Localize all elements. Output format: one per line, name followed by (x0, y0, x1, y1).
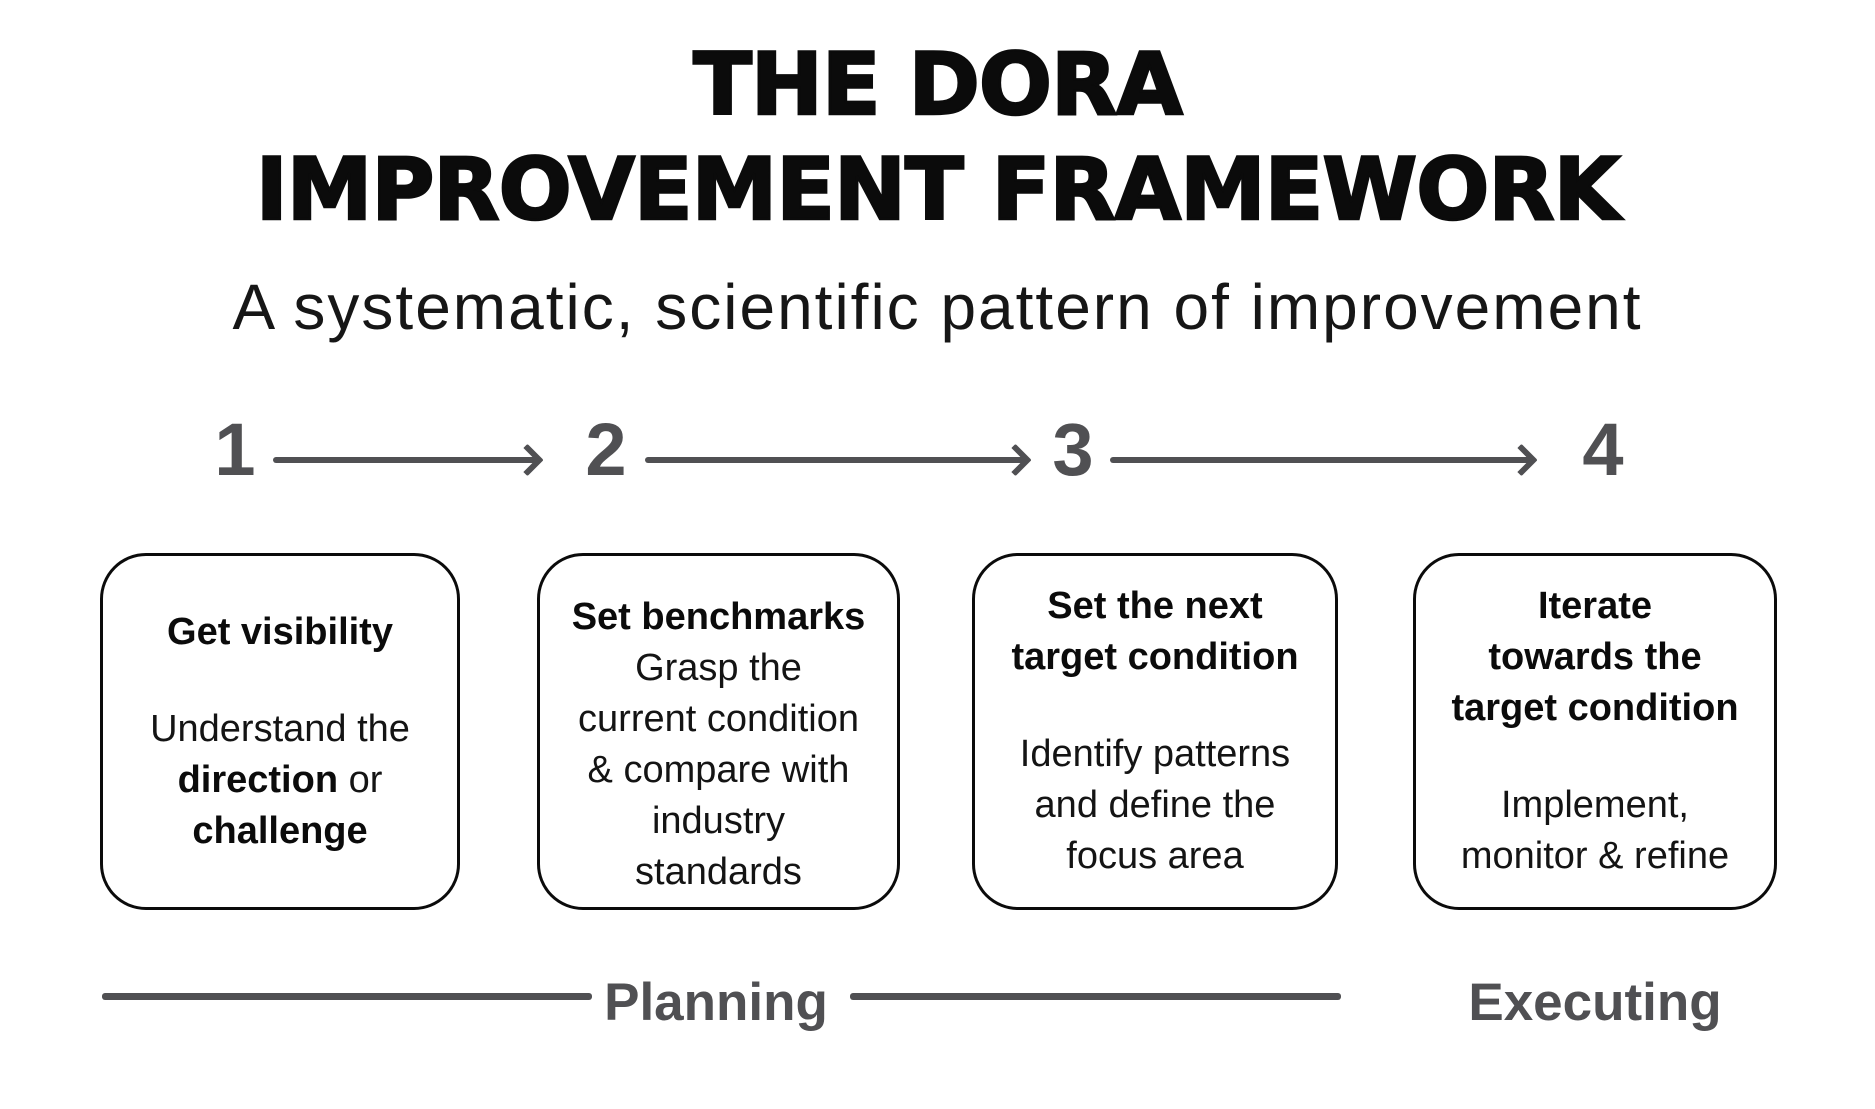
step-number-1: 1 (214, 408, 256, 491)
box-body: Implement, monitor & refine (1460, 784, 1730, 877)
box-title: Get visibility (167, 610, 393, 653)
planning-line-left (102, 993, 592, 1000)
box-body: Grasp the current condition & compare wi… (578, 646, 859, 893)
step-box-set-next-target-condition: Set the next target condition Identify p… (972, 553, 1338, 910)
box-body-bold-direction: direction (177, 758, 339, 801)
phase-planning-label: Planning (604, 973, 828, 1032)
step-number-3: 3 (1052, 408, 1094, 491)
box-title: Set benchmarks (571, 595, 866, 638)
planning-line-right (850, 993, 1341, 1000)
box-body-text: Understand the (150, 707, 410, 750)
step-box-get-visibility: Get visibility Understand the direction … (100, 553, 460, 910)
box-body-bold-challenge: challenge (192, 809, 368, 852)
page-title-line1: THE DORA (692, 34, 1184, 137)
step-number-4: 4 (1582, 408, 1624, 491)
box-title: Iterate towards the target condition (1451, 585, 1739, 729)
arrow-right-icon (273, 457, 540, 463)
step-box-iterate-towards-target: Iterate towards the target condition Imp… (1413, 553, 1777, 910)
box-body: Identify patterns and define the focus a… (1019, 733, 1291, 877)
step-number-2: 2 (585, 408, 627, 491)
page-title: THE DORA IMPROVEMENT FRAMEWORK (0, 33, 1875, 243)
box-title: Set the next target condition (1011, 585, 1299, 678)
box-body-text: or (338, 758, 383, 801)
arrow-right-icon (645, 457, 1028, 463)
phase-executing-label: Executing (1468, 973, 1722, 1032)
arrow-right-icon (1110, 457, 1534, 463)
page-subtitle: A systematic, scientific pattern of impr… (232, 271, 1643, 343)
box-body: Understand the direction or challenge (150, 704, 410, 857)
step-box-set-benchmarks: Set benchmarks Grasp the current conditi… (537, 553, 900, 910)
page-title-line2: IMPROVEMENT FRAMEWORK (254, 139, 1621, 242)
